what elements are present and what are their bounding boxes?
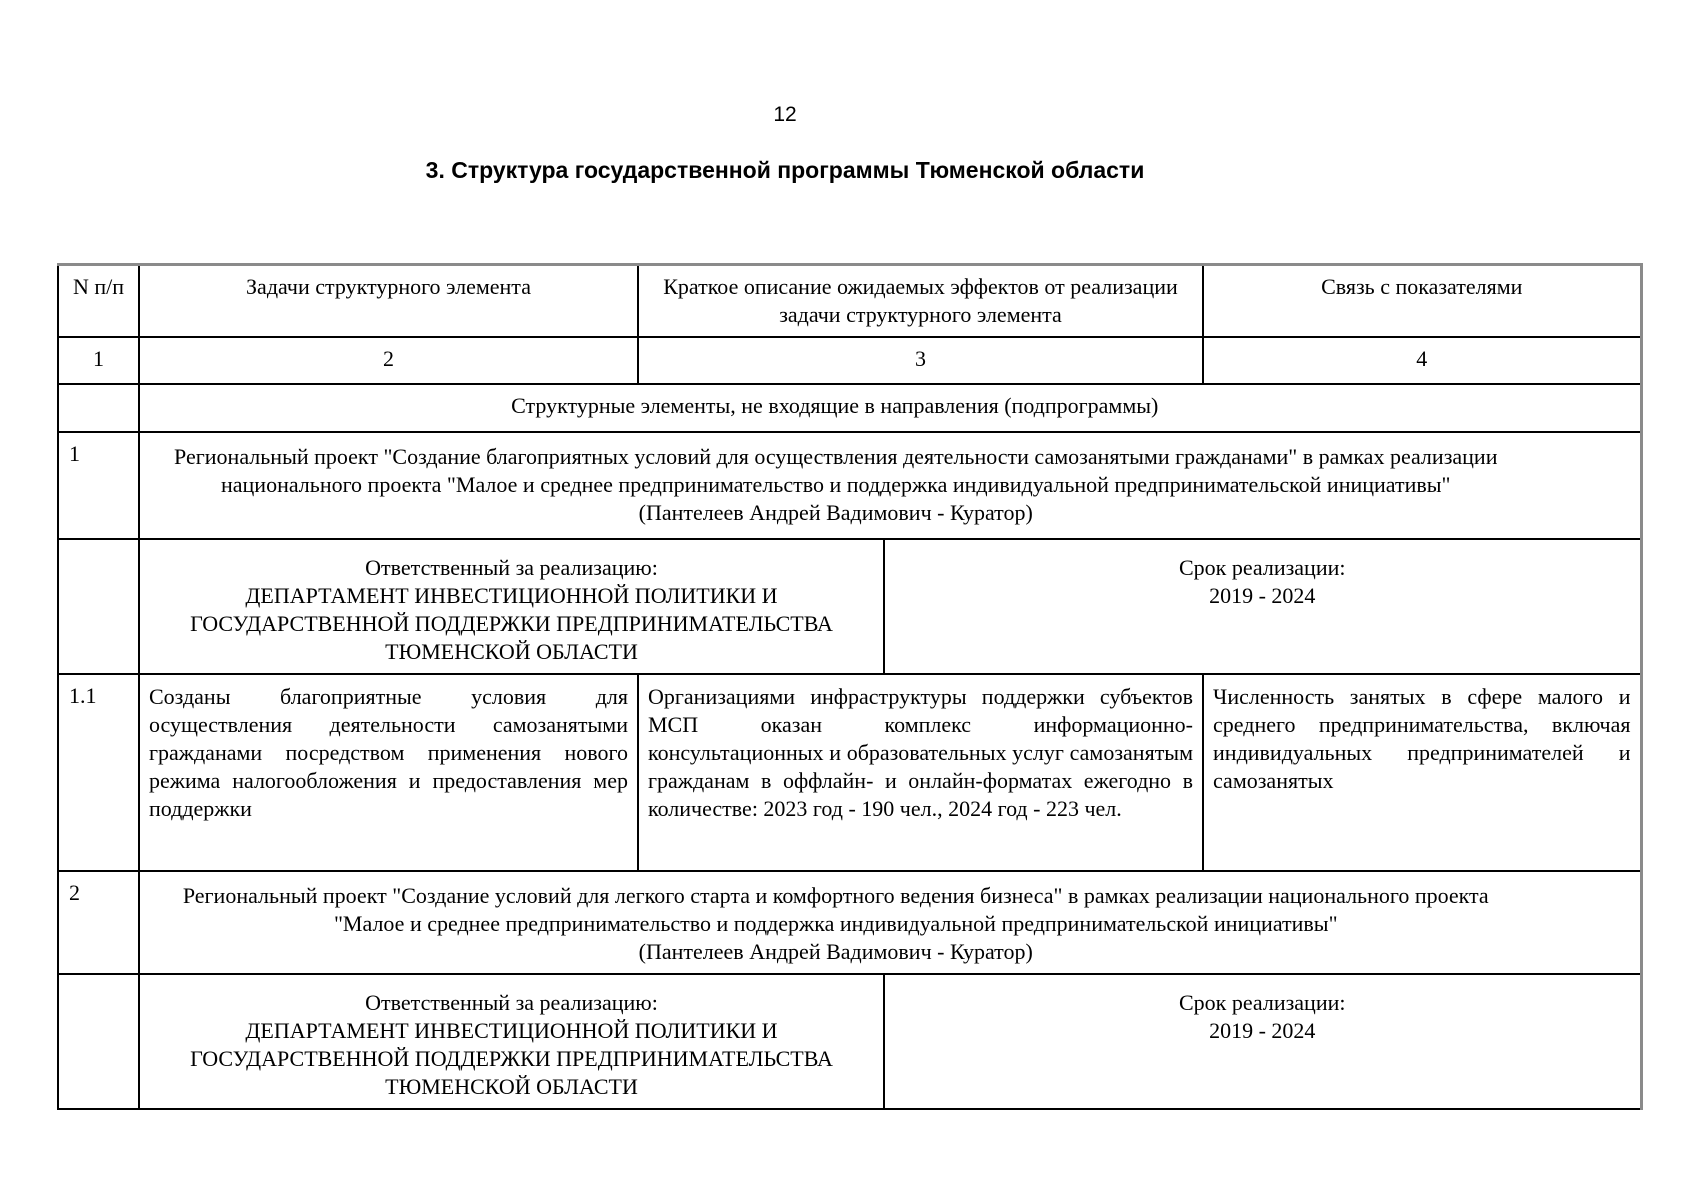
- page-number: 12: [773, 103, 797, 126]
- project-2-number: 2: [57, 870, 140, 975]
- term-1-label: Срок реализации:: [1179, 555, 1346, 580]
- responsible-1-org: ДЕПАРТАМЕНТ ИНВЕСТИЦИОННОЙ ПОЛИТИКИ И ГО…: [190, 583, 833, 664]
- section-title-cell: Структурные элементы, не входящие в напр…: [137, 383, 1643, 433]
- responsible-2-cell: Ответственный за реализацию: ДЕПАРТАМЕНТ…: [138, 973, 885, 1110]
- section-row-number-cell: [57, 383, 140, 433]
- column-number-3: 3: [636, 336, 1205, 385]
- program-structure-table: N п/п Задачи структурного элемента Кратк…: [57, 263, 1643, 1110]
- table-container: N п/п Задачи структурного элемента Кратк…: [57, 263, 1643, 1110]
- column-numbers-row: 1 2 3 4: [57, 336, 1643, 385]
- header-cell-tasks: Задачи структурного элемента: [138, 263, 639, 338]
- term-1-value: 2019 - 2024: [1209, 583, 1316, 608]
- responsible-2-number-cell: [57, 973, 140, 1110]
- project-1-text: Региональный проект "Создание благоприят…: [174, 444, 1498, 497]
- header-cell-number: N п/п: [57, 263, 140, 338]
- column-number-2: 2: [138, 336, 639, 385]
- project-2-text: Региональный проект "Создание условий дл…: [182, 883, 1489, 936]
- project-1-row: 1 Региональный проект "Создание благопри…: [57, 431, 1643, 540]
- header-cell-indicators: Связь с показателями: [1202, 263, 1643, 338]
- responsible-1-row: Ответственный за реализацию: ДЕПАРТАМЕНТ…: [57, 538, 1643, 675]
- task-1-1-task-cell: Созданы благоприятные условия для осущес…: [138, 673, 639, 872]
- responsible-1-cell: Ответственный за реализацию: ДЕПАРТАМЕНТ…: [138, 538, 885, 675]
- responsible-2-org: ДЕПАРТАМЕНТ ИНВЕСТИЦИОННОЙ ПОЛИТИКИ И ГО…: [190, 1018, 833, 1099]
- project-1-cell: Региональный проект "Создание благоприят…: [137, 431, 1643, 540]
- page-title: 3. Структура государственной программы Т…: [425, 157, 1145, 183]
- responsible-1-label: Ответственный за реализацию:: [365, 555, 658, 580]
- responsible-2-label: Ответственный за реализацию:: [365, 990, 658, 1015]
- project-2-curator: (Пантелеев Андрей Вадимович - Куратор): [638, 939, 1033, 964]
- task-1-1-number: 1.1: [57, 673, 140, 872]
- project-2-cell: Региональный проект "Создание условий дл…: [137, 870, 1643, 975]
- term-2-label: Срок реализации:: [1179, 990, 1346, 1015]
- header-cell-effects: Краткое описание ожидаемых эффектов от р…: [636, 263, 1205, 338]
- term-2-value: 2019 - 2024: [1209, 1018, 1316, 1043]
- column-number-1: 1: [57, 336, 140, 385]
- task-1-1-row: 1.1 Созданы благоприятные условия для ос…: [57, 673, 1643, 872]
- project-2-row: 2 Региональный проект "Создание условий …: [57, 870, 1643, 975]
- project-1-number: 1: [57, 431, 140, 540]
- column-number-4: 4: [1202, 336, 1643, 385]
- term-2-cell: Срок реализации: 2019 - 2024: [882, 973, 1643, 1110]
- task-1-1-indicator-cell: Численность занятых в сфере малого и сре…: [1202, 673, 1643, 872]
- table-header-row: N п/п Задачи структурного элемента Кратк…: [57, 263, 1643, 338]
- term-1-cell: Срок реализации: 2019 - 2024: [882, 538, 1643, 675]
- project-1-curator: (Пантелеев Андрей Вадимович - Куратор): [638, 500, 1033, 525]
- responsible-1-number-cell: [57, 538, 140, 675]
- responsible-2-row: Ответственный за реализацию: ДЕПАРТАМЕНТ…: [57, 973, 1643, 1110]
- task-1-1-effect-cell: Организациями инфраструктуры поддержки с…: [636, 673, 1205, 872]
- section-row: Структурные элементы, не входящие в напр…: [57, 383, 1643, 433]
